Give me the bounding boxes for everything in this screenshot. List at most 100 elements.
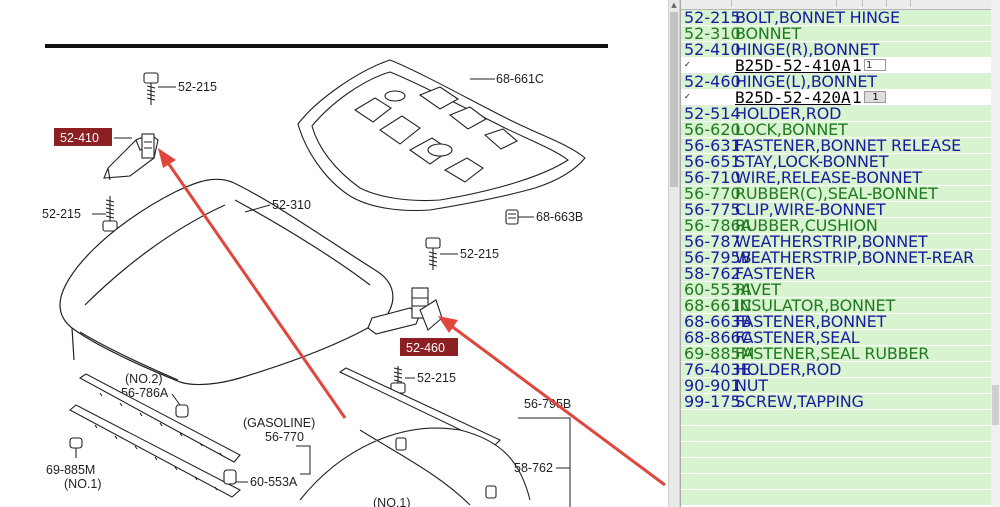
callout-no2: (NO.2) [125, 372, 163, 386]
row-checkbox-icon[interactable]: ✓ [684, 92, 691, 101]
parts-table-header [681, 0, 1000, 10]
empty-row [681, 410, 1000, 426]
seal-rubber-strip-56-770[interactable] [69, 373, 241, 498]
part-name: SCREW,TAPPING [735, 392, 864, 411]
part-name: FASTENER,BONNET [735, 312, 887, 331]
header-col-code[interactable] [681, 0, 732, 7]
insulator-68-661C[interactable] [297, 59, 586, 212]
part-code: 56-651 [684, 152, 741, 171]
part-code: 58-762 [684, 264, 741, 283]
part-name: STAY,LOCK-BONNET [735, 152, 889, 171]
weatherstrip-56-795B[interactable] [299, 367, 531, 506]
bolt-52-215-right-bottom[interactable] [390, 366, 406, 394]
part-name: WIRE,RELEASE-BONNET [735, 168, 922, 187]
part-name: RUBBER(C),SEAL-BONNET [735, 184, 938, 203]
order-quantity-input[interactable]: 1 [864, 91, 886, 103]
part-number-link[interactable]: B25D-52-410A [735, 56, 851, 75]
parts-diagram-pane[interactable]: 52-215 52-410 52-215 52-310 [0, 0, 668, 507]
part-code: 60-553A [684, 280, 752, 299]
callout-68-663B: 68-663B [536, 210, 583, 224]
callout-no1-bottom: (NO.1) [373, 496, 411, 507]
hinge-right-52-410[interactable] [103, 133, 159, 181]
part-name: BONNET [735, 24, 801, 43]
callout-52-310: 52-310 [272, 198, 311, 212]
rivet-60-553A[interactable] [223, 469, 237, 485]
empty-row [681, 458, 1000, 474]
part-name: FASTENER,SEAL [735, 328, 860, 347]
part-quantity: 1 [852, 56, 863, 75]
part-name: WEATHERSTRIP,BONNET-REAR [735, 248, 975, 267]
part-name: RUBBER,CUSHION [735, 216, 878, 235]
part-name: HOLDER,ROD [735, 104, 842, 123]
fastener-68-663B[interactable] [505, 209, 519, 225]
exploded-parts-diagram: 52-215 52-410 52-215 52-310 [42, 44, 666, 507]
part-name: FASTENER,SEAL RUBBER [735, 344, 930, 363]
part-name: LOCK,BONNET [735, 120, 848, 139]
parts-list-scrollbar-thumb[interactable] [992, 385, 999, 425]
scroll-up-arrow-icon[interactable]: ▲ [671, 1, 677, 9]
part-code: 52-460 [684, 72, 741, 91]
part-number-link[interactable]: B25D-52-420A [735, 88, 851, 107]
part-code: 56-631 [684, 136, 741, 155]
cushion-56-786A[interactable] [175, 404, 189, 418]
part-name: CLIP,WIRE-BONNET [735, 200, 886, 219]
row-checkbox-icon[interactable]: ✓ [684, 60, 691, 69]
part-name: RIVET [735, 280, 781, 299]
part-name: HOLDER,ROD [735, 360, 842, 379]
order-quantity-input[interactable]: 1 [864, 59, 886, 71]
part-name: HINGE(L),BONNET [735, 72, 877, 91]
bolt-52-215-mid[interactable] [102, 196, 118, 232]
header-col-extra[interactable] [886, 0, 911, 7]
parts-list-scrollbar[interactable] [991, 0, 1000, 507]
part-name: INSULATOR,BONNET [735, 296, 896, 315]
callout-52-215-top: 52-215 [178, 80, 217, 94]
part-code: 69-885M [684, 344, 755, 363]
part-name: WEATHERSTRIP,BONNET [735, 232, 928, 251]
part-code: 52-310 [684, 24, 741, 43]
part-code: 52-514 [684, 104, 741, 123]
diagram-vertical-scrollbar[interactable]: ▲ [668, 0, 680, 507]
callout-58-762: 58-762 [514, 461, 553, 475]
callout-60-553A: 60-553A [250, 475, 298, 489]
header-col-order[interactable] [862, 0, 887, 7]
bolt-52-215-right-top[interactable] [425, 237, 441, 270]
fastener-69-885M[interactable] [69, 437, 83, 458]
hinge-left-52-460[interactable] [367, 287, 443, 335]
part-name: NUT [735, 376, 768, 395]
callout-52-410: 52-410 [60, 131, 99, 145]
empty-row [681, 490, 1000, 506]
diagram-scrollbar-thumb[interactable] [670, 12, 678, 187]
empty-row [681, 474, 1000, 490]
empty-row [681, 442, 1000, 458]
header-col-qty[interactable] [836, 0, 863, 7]
bolt-52-215-top[interactable] [143, 72, 159, 105]
part-code: 56-795B [684, 248, 752, 267]
header-col-name[interactable] [731, 0, 837, 7]
